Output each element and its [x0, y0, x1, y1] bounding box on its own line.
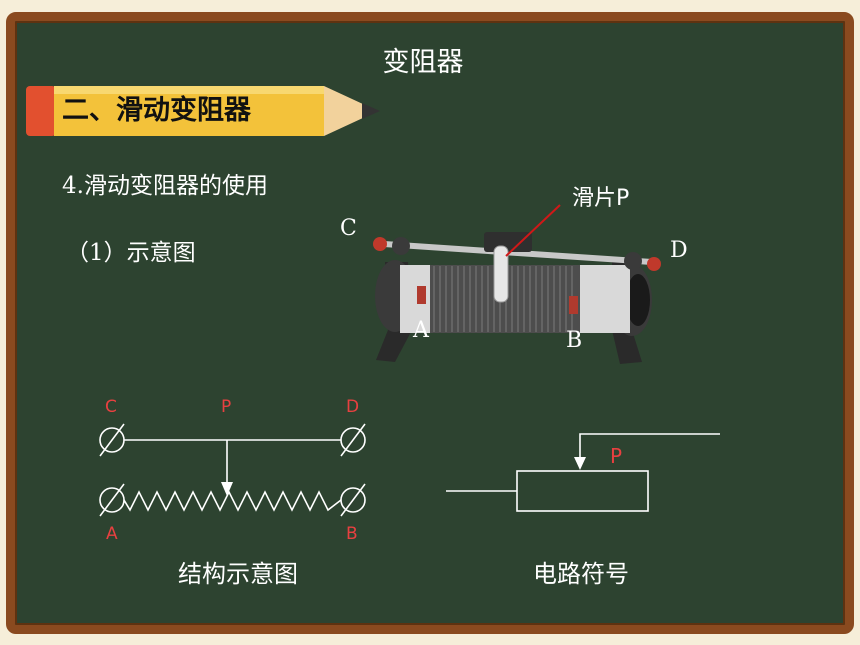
structure-b-label: B: [346, 524, 358, 544]
slider-wire: [579, 433, 720, 462]
symbol-caption: 电路符号: [533, 560, 629, 588]
structure-c-label: C: [105, 397, 117, 417]
terminal-b-label: B: [566, 328, 583, 353]
terminal-a-label: A: [413, 318, 429, 343]
subsection-heading: （1）示意图: [66, 240, 196, 266]
page-title: 变阻器: [382, 47, 464, 78]
resistance-wire: [123, 490, 342, 512]
slider-p-label: 滑片P: [572, 186, 630, 211]
section-subtitle: 4.滑动变阻器的使用: [62, 173, 268, 199]
structure-caption: 结构示意图: [178, 560, 298, 588]
terminal-c-label: C: [340, 216, 357, 241]
resistor-box: [516, 470, 649, 512]
terminal-d-label: D: [670, 238, 688, 263]
structure-d-label: D: [346, 397, 360, 417]
pencil-icon: [26, 86, 380, 136]
symbol-p-label: P: [610, 444, 623, 468]
structure-a-label: A: [106, 524, 118, 544]
structure-p-label: P: [221, 397, 232, 417]
section-tag: 二、滑动变阻器: [62, 95, 251, 126]
